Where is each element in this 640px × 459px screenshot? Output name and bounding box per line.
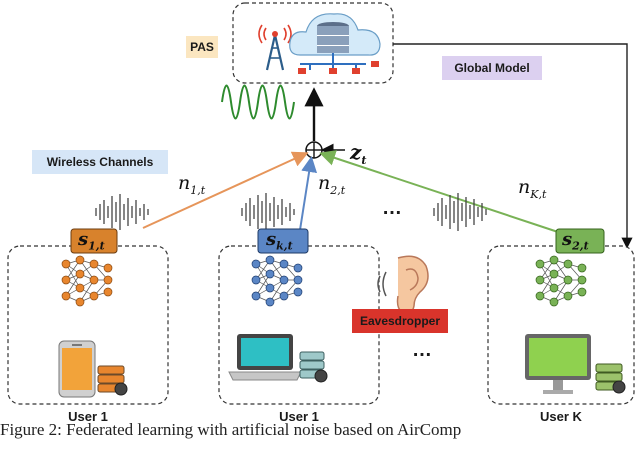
noise-wave-2 <box>241 193 295 231</box>
database-icon-right <box>595 363 626 394</box>
pas-label-bg <box>186 36 218 58</box>
ear-icon <box>377 255 429 314</box>
user-box-left <box>7 245 169 405</box>
cloud-server-icon <box>289 13 381 74</box>
eavesdropper-label: Eavesdropper <box>359 314 441 328</box>
database-icon-middle <box>299 351 328 383</box>
wireless-channels-label: Wireless Channels <box>46 155 154 169</box>
s-box-left <box>70 228 118 254</box>
s-left-label: s1,t <box>78 229 105 253</box>
smartphone-icon <box>58 340 96 398</box>
laptop-icon <box>228 334 302 381</box>
s-box-middle <box>257 228 309 254</box>
monitor-icon <box>525 334 591 394</box>
global-model-label-bg <box>442 56 542 80</box>
n2-subscript: 2,t <box>330 183 346 197</box>
noise-wave-1 <box>95 194 149 230</box>
user-right-label: User K <box>540 408 582 424</box>
antenna-tower-icon <box>258 24 292 71</box>
ellipsis-middle: … <box>382 196 402 219</box>
user-left-label: User 1 <box>68 408 108 424</box>
neural-network-icon-right <box>535 255 587 307</box>
n2-base: n <box>318 172 331 194</box>
ellipsis-lower: … <box>412 338 432 361</box>
s-right-base: s <box>562 229 573 250</box>
database-icon-left <box>97 365 128 396</box>
s-left-base: s <box>78 229 89 250</box>
global-model-feedback-line <box>393 43 633 249</box>
user-K-arrow <box>319 150 559 233</box>
user-k-arrow <box>299 156 318 231</box>
s-middle-base: s <box>266 229 277 250</box>
n2-label: n2,t <box>318 172 345 197</box>
n1-label: n1,t <box>178 172 205 197</box>
nk-subscript: K,t <box>530 187 547 201</box>
s-right-subscript: 2,t <box>572 239 589 253</box>
s-middle-subscript: k,t <box>276 239 293 253</box>
wireless-label-bg <box>32 150 168 174</box>
s-middle-label: sk,t <box>266 229 293 253</box>
s-right-label: s2,t <box>562 229 589 253</box>
eavesdropper-label-bg <box>352 309 448 333</box>
s-left-subscript: 1,t <box>88 239 105 253</box>
user-middle-label: User 1 <box>279 408 319 424</box>
nk-base: n <box>518 176 531 198</box>
s-box-right <box>555 228 605 254</box>
pas-label: PAS <box>190 40 214 54</box>
neural-network-icon-middle <box>251 255 303 307</box>
n1-base: n <box>178 172 191 194</box>
global-model-label: Global Model <box>454 61 530 75</box>
figure-caption: Figure 2: Federated learning with artifi… <box>0 420 462 439</box>
noise-z-label: zt <box>350 140 366 167</box>
z-subscript: t <box>361 154 367 167</box>
carrier-wave <box>221 84 295 120</box>
noise-wave-k <box>433 193 487 231</box>
nk-label: nK,t <box>518 176 546 201</box>
neural-network-icon-left <box>61 255 113 307</box>
n1-subscript: 1,t <box>190 183 206 197</box>
z-base: z <box>350 140 362 164</box>
user-1-arrow <box>142 151 309 229</box>
